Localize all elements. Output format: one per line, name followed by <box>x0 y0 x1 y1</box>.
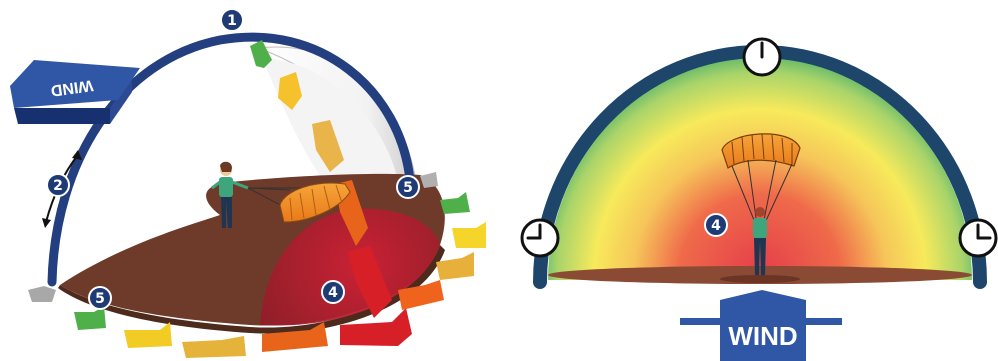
badge-4-left: 4 <box>322 281 344 303</box>
wind-window-gradient <box>548 58 972 280</box>
left-wind-window-diagram: WIND 1 2 4 5 5 <box>10 9 486 358</box>
clock-icon-right <box>960 220 996 256</box>
ground-center <box>720 275 800 283</box>
wind-label-right: WIND <box>728 321 797 351</box>
svg-text:2: 2 <box>53 178 63 194</box>
right-wind-window-diagram: 4 WIND <box>522 39 996 361</box>
wind-block-arrow-left: WIND <box>10 60 140 124</box>
svg-text:5: 5 <box>403 180 413 196</box>
svg-text:4: 4 <box>328 285 338 301</box>
svg-text:1: 1 <box>227 13 237 29</box>
flight-arrow-grey-left <box>28 286 56 302</box>
badge-5-right: 5 <box>397 176 419 198</box>
wind-block-arrow-right: WIND <box>680 290 842 361</box>
flight-arrow-yellow-3 <box>182 336 246 358</box>
badge-1: 1 <box>221 9 243 31</box>
flight-arrow-yellow-4 <box>124 322 172 348</box>
flight-arrow-yellow-6 <box>452 222 486 248</box>
arrowhead-down-icon <box>42 218 51 228</box>
svg-text:4: 4 <box>711 218 721 234</box>
badge-4-right: 4 <box>705 214 727 236</box>
clock-icon-left <box>522 220 558 256</box>
badge-5-left: 5 <box>89 287 111 309</box>
flight-arrow-green-1 <box>440 192 470 214</box>
badge-2: 2 <box>47 174 69 196</box>
svg-text:5: 5 <box>95 291 105 307</box>
clock-icon-top <box>744 39 780 75</box>
